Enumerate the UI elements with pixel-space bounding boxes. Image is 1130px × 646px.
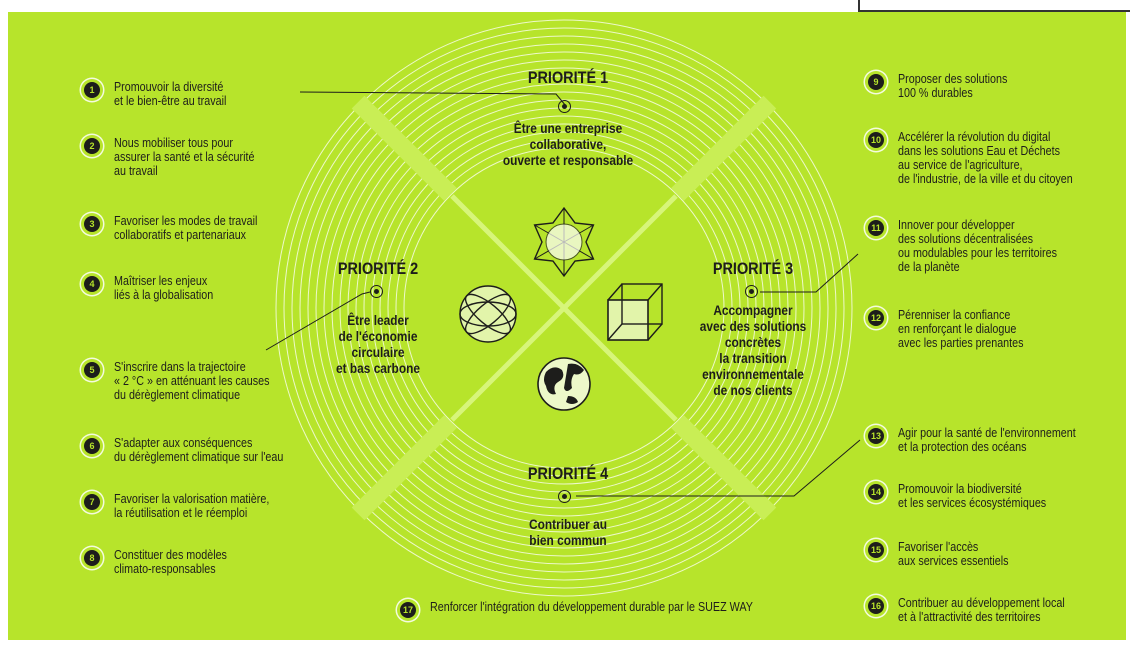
priority-4-subtitle: Contribuer au bien commun: [528, 516, 608, 548]
priority-1-title: PRIORITÉ 1: [527, 68, 609, 87]
number-badge: 10: [868, 132, 884, 148]
connector-line: [265, 291, 371, 351]
infographic-panel: PRIORITÉ 1 Être une entreprise collabora…: [8, 12, 1126, 640]
commitment-text: S'adapter aux conséquences du dérèglemen…: [114, 436, 284, 464]
commitment-6: 6 S'adapter aux conséquences du dérèglem…: [84, 436, 311, 464]
commitment-16: 16 Contribuer au développement local et …: [868, 596, 1092, 624]
number-badge: 5: [84, 362, 100, 378]
earth-globe-icon: [537, 357, 591, 411]
commitment-15: 15 Favoriser l'accès aux services essent…: [868, 540, 1027, 568]
commitment-text: Favoriser l'accès aux services essentiel…: [898, 540, 1009, 568]
priority-4-marker: [558, 490, 571, 503]
commitment-text: Constituer des modèles climato-responsab…: [114, 548, 227, 576]
commitment-text: Favoriser la valorisation matière, la ré…: [114, 492, 270, 520]
priority-2-marker: [370, 285, 383, 298]
number-badge: 12: [868, 310, 884, 326]
commitment-4: 4 Maîtriser les enjeux liés à la globali…: [84, 274, 229, 302]
commitment-8: 8 Constituer des modèles climato-respons…: [84, 548, 245, 576]
ring: [387, 131, 741, 485]
commitment-text: Favoriser les modes de travail collabora…: [114, 214, 258, 242]
star-polyhedron-icon: [533, 206, 595, 278]
commitment-17: 17 Renforcer l'intégration du développem…: [400, 600, 806, 618]
commitment-text: Renforcer l'intégration du développement…: [430, 600, 753, 614]
number-badge: 16: [868, 598, 884, 614]
number-badge: 7: [84, 494, 100, 510]
number-badge: 2: [84, 138, 100, 154]
priority-4-title: PRIORITÉ 4: [527, 464, 609, 483]
commitment-text: Contribuer au développement local et à l…: [898, 596, 1065, 624]
commitment-9: 9 Proposer des solutions 100 % durables: [868, 72, 1025, 100]
ring: [291, 35, 837, 581]
ring: [323, 67, 805, 549]
commitment-5: 5 S'inscrire dans la trajectoire « 2 °C …: [84, 360, 295, 402]
ring-gap: [351, 415, 457, 521]
connector-line: [576, 439, 861, 497]
commitment-text: Maîtriser les enjeux liés à la globalisa…: [114, 274, 214, 302]
ring: [395, 139, 733, 477]
commitment-3: 3 Favoriser les modes de travail collabo…: [84, 214, 281, 242]
priority-3-title: PRIORITÉ 3: [712, 259, 794, 278]
commitment-text: Innover pour développer des solutions dé…: [898, 218, 1057, 274]
commitment-7: 7 Favoriser la valorisation matière, la …: [84, 492, 295, 520]
number-badge: 4: [84, 276, 100, 292]
ring: [347, 91, 781, 525]
priority-1-subtitle: Être une entreprise collaborative, ouver…: [502, 120, 634, 168]
ring: [307, 51, 821, 565]
commitment-2: 2 Nous mobiliser tous pour assurer la sa…: [84, 136, 277, 178]
commitment-text: Proposer des solutions 100 % durables: [898, 72, 1008, 100]
corner-frame: [858, 0, 1130, 12]
ring-gap: [671, 415, 777, 521]
commitment-text: Promouvoir la biodiversité et les servic…: [898, 482, 1047, 510]
commitment-text: Nous mobiliser tous pour assurer la sant…: [114, 136, 255, 178]
ring: [403, 147, 725, 469]
commitment-13: 13 Agir pour la santé de l'environnement…: [868, 426, 1105, 454]
number-badge: 13: [868, 428, 884, 444]
priority-2-subtitle: Être leader de l'économie circulaire et …: [335, 312, 420, 376]
commitment-text: Promouvoir la diversité et le bien-être …: [114, 80, 227, 108]
number-badge: 14: [868, 484, 884, 500]
gyroscope-sphere-icon: [459, 285, 517, 343]
commitment-11: 11 Innover pour développer des solutions…: [868, 218, 1083, 274]
number-badge: 1: [84, 82, 100, 98]
ring-gap: [671, 95, 777, 201]
commitment-text: Accélérer la révolution du digital dans …: [898, 130, 1073, 186]
number-badge: 17: [400, 602, 416, 618]
commitment-1: 1 Promouvoir la diversité et le bien-êtr…: [84, 80, 245, 108]
ring: [339, 83, 789, 533]
number-badge: 9: [868, 74, 884, 90]
priority-1-marker: [558, 100, 571, 113]
number-badge: 6: [84, 438, 100, 454]
center-cross-line: [450, 194, 678, 422]
commitment-text: Agir pour la santé de l'environnement et…: [898, 426, 1076, 454]
ring-gap: [351, 95, 457, 201]
number-badge: 8: [84, 550, 100, 566]
ring: [315, 59, 813, 557]
commitment-14: 14 Promouvoir la biodiversité et les ser…: [868, 482, 1070, 510]
ring: [299, 43, 829, 573]
wireframe-cube-icon: [607, 283, 663, 341]
priority-3-subtitle: Accompagner avec des solutions concrètes…: [699, 302, 807, 398]
ring: [331, 75, 797, 541]
ring: [283, 27, 845, 589]
commitment-12: 12 Pérenniser la confiance en renforçant…: [868, 308, 1044, 350]
number-badge: 3: [84, 216, 100, 232]
number-badge: 15: [868, 542, 884, 558]
priority-2-title: PRIORITÉ 2: [337, 259, 419, 278]
commitment-text: Pérenniser la confiance en renforçant le…: [898, 308, 1024, 350]
connector-line: [760, 253, 859, 293]
number-badge: 11: [868, 220, 884, 236]
ring: [275, 19, 853, 597]
commitment-text: S'inscrire dans la trajectoire « 2 °C » …: [114, 360, 270, 402]
commitment-10: 10 Accélérer la révolution du digital da…: [868, 130, 1101, 186]
priority-3-marker: [745, 285, 758, 298]
